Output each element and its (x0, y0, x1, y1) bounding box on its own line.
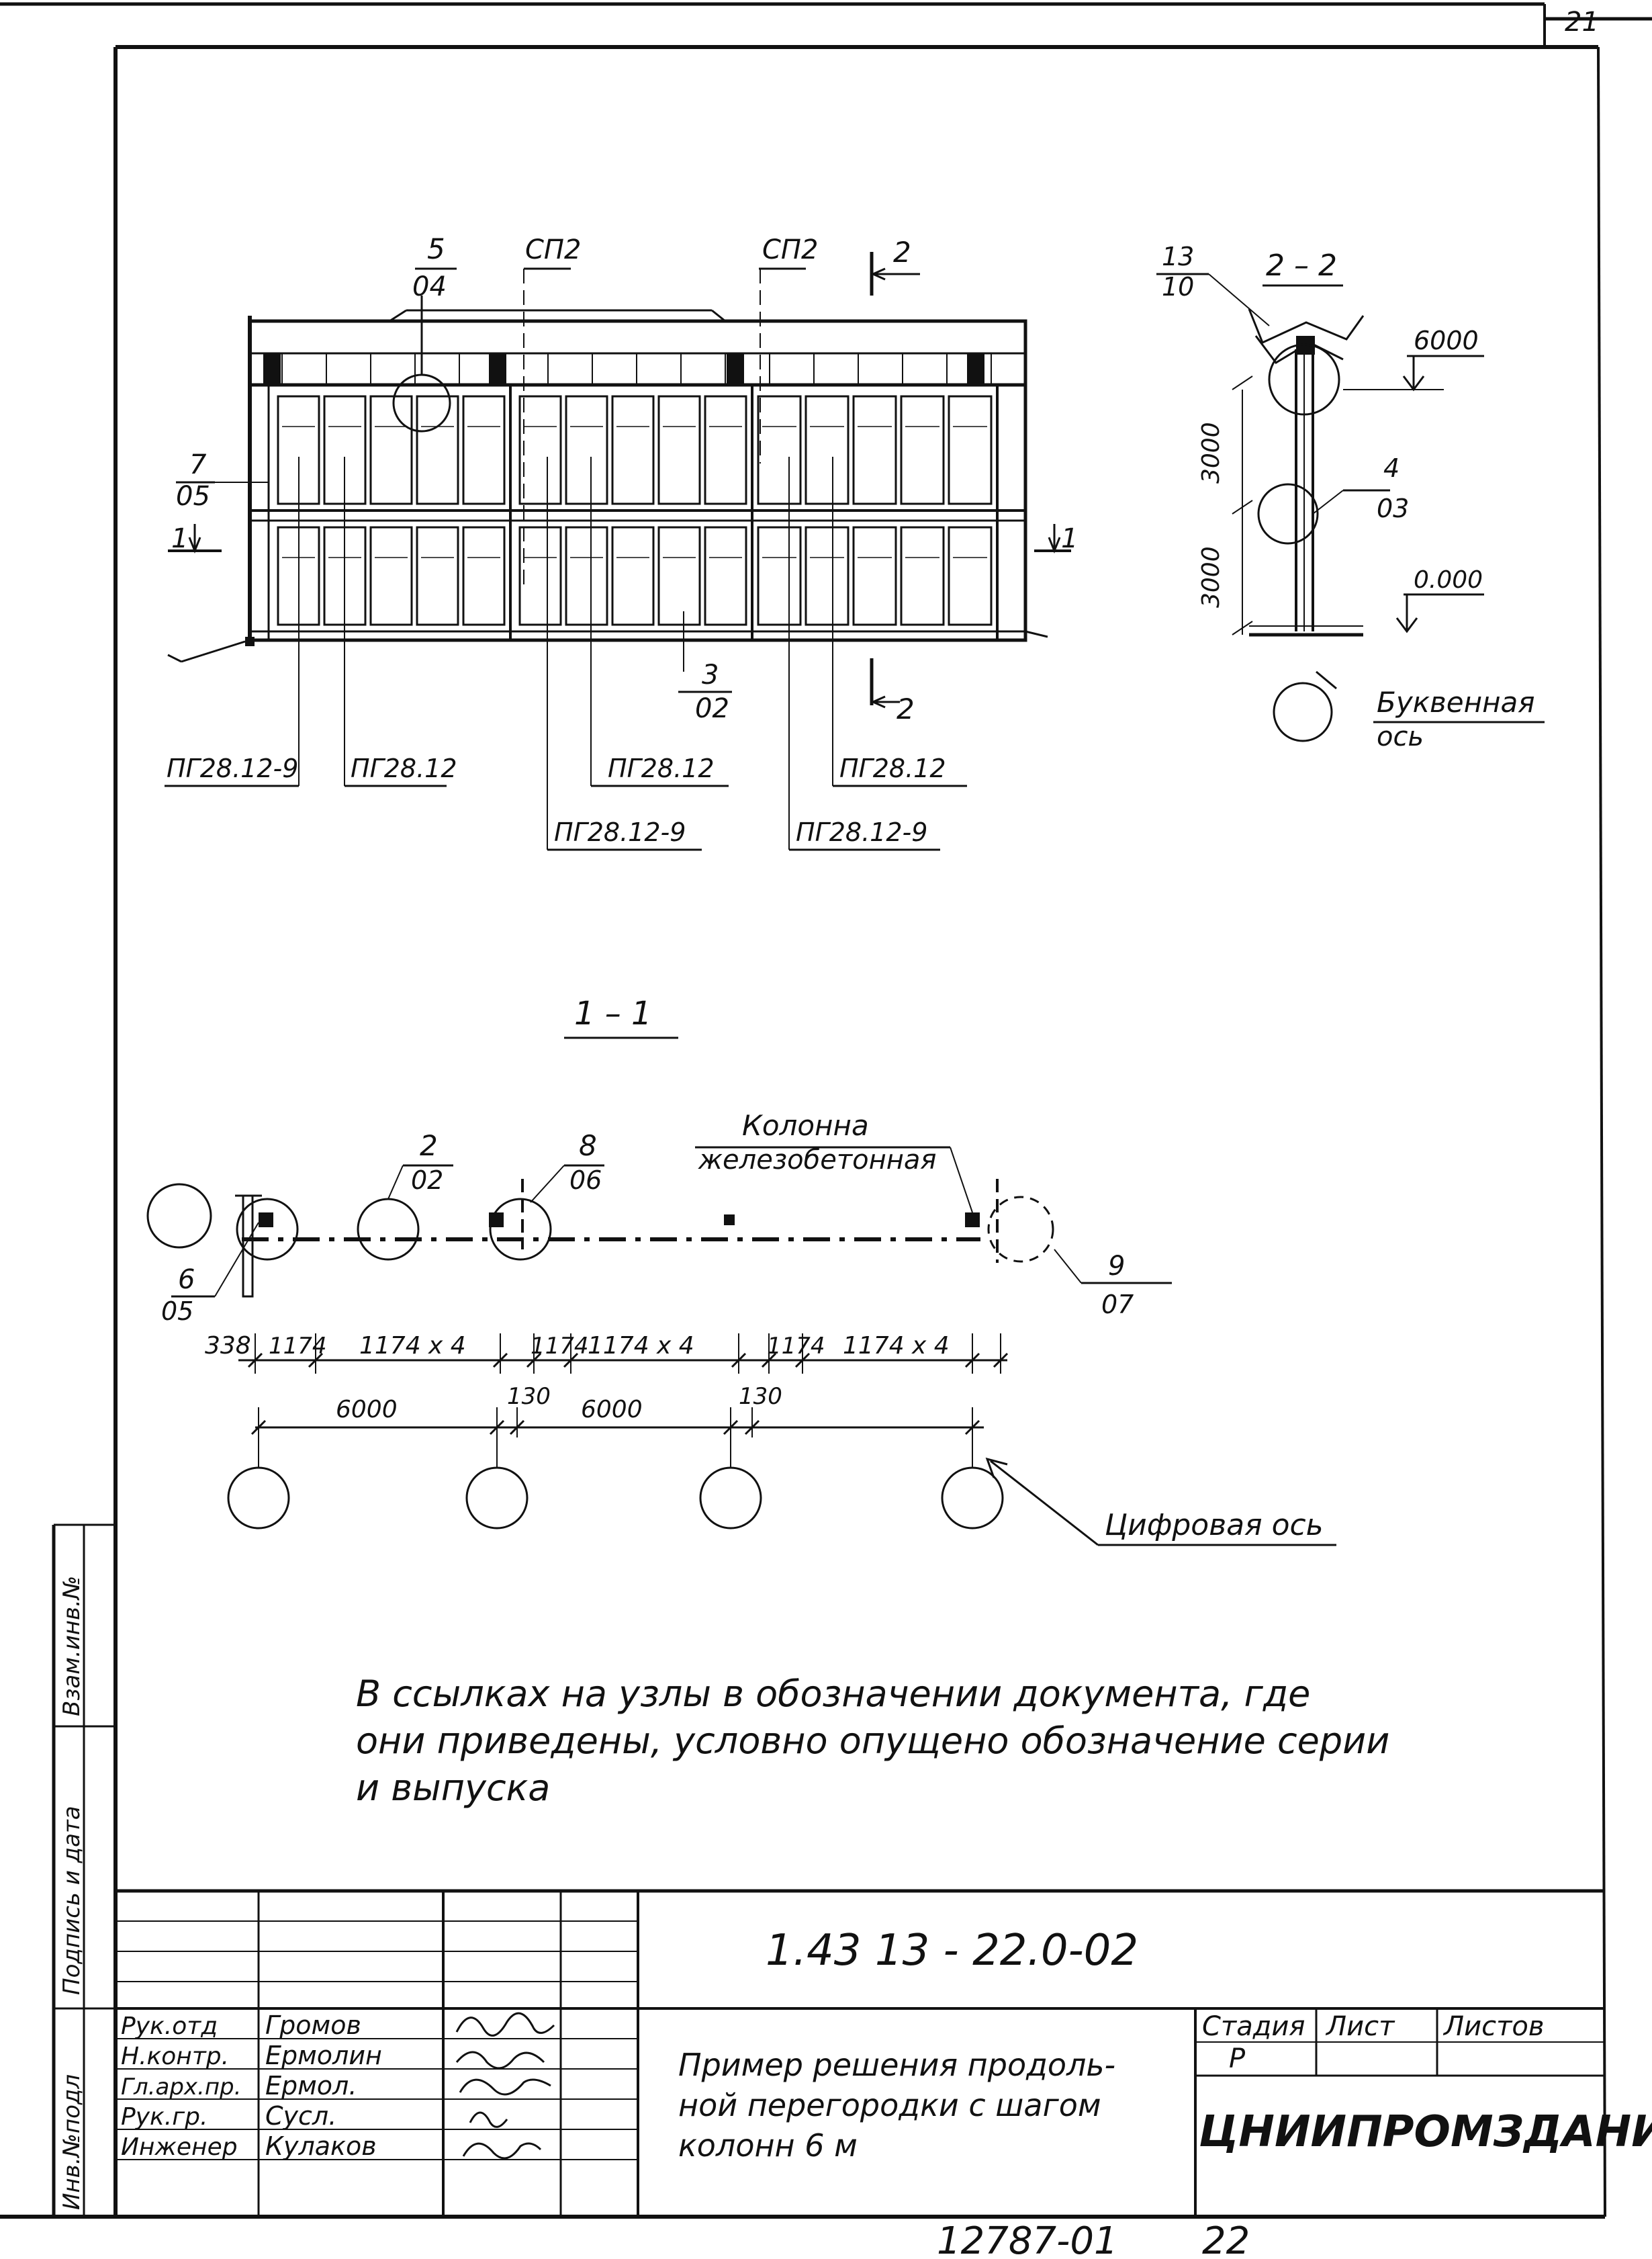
name-1: Громов (265, 2010, 361, 2040)
plan-1-1-title: 1 – 1 (574, 995, 652, 1032)
level-zero: 0.000 (1414, 566, 1483, 594)
section-2-2-view: 2 – 2 13 10 4 03 6000 0.000 (1156, 242, 1545, 752)
letter-axis-line2: ось (1377, 721, 1424, 752)
note-line-1: В ссылках на узлы в обозначении документ… (356, 1673, 1310, 1715)
name-5: Кулаков (265, 2131, 377, 2161)
section-2-2-title: 2 – 2 (1266, 249, 1337, 283)
dim-130-b: 130 (739, 1383, 782, 1410)
sheet-header: Лист (1325, 2011, 1395, 2042)
cut-2-bottom-label: 2 (897, 693, 915, 725)
column-cap (263, 353, 281, 384)
name-3: Ермол. (265, 2071, 357, 2100)
note-line-3: и выпуска (356, 1767, 550, 1809)
side-stamp-replaced-inv: Взам.инв.№ (58, 1576, 85, 1716)
beam-cells (281, 353, 992, 385)
bottom-page-number: 22 (1202, 2219, 1250, 2259)
panel-label-3: ПГ28.12 (608, 754, 715, 783)
column-cap (489, 353, 506, 384)
callout-5-num: 5 (427, 232, 445, 265)
callout-13-num: 13 (1162, 242, 1194, 271)
dim-1174x4-a: 1174 x 4 (359, 1332, 466, 1360)
title-block: 1.43 13 - 22.0-02 Рук.отд Н.контр. Гл.ар… (116, 1889, 1652, 2217)
sp2-right-label: СП2 (762, 234, 818, 265)
role-1: Рук.отд (121, 2012, 218, 2040)
role-3: Гл.арх.пр. (121, 2074, 241, 2100)
role-5: Инженер (121, 2133, 238, 2161)
elevation-view: 5 04 СП2 СП2 2 2 1 1 7 05 3 02 (165, 232, 1078, 851)
column-label-line2: железобетонная (698, 1145, 937, 1176)
window-cells (277, 385, 999, 640)
dim-upper: 3000 (1197, 422, 1225, 484)
bottom-stamp-number: 12787-01 (937, 2219, 1118, 2259)
letter-axis-line1: Буквенная (1377, 686, 1535, 719)
plan-callout-2-sheet: 02 (411, 1165, 443, 1195)
column-cap (727, 353, 744, 384)
name-2: Ермолин (265, 2041, 382, 2070)
stage-value: Р (1229, 2043, 1246, 2074)
dim-1174-c: 1174 (767, 1333, 825, 1360)
level-top: 6000 (1414, 326, 1479, 355)
plan-callout-2-num: 2 (420, 1129, 438, 1162)
signatures (455, 2012, 555, 2160)
panel-label-4: ПГ28.12 (839, 754, 946, 783)
document-code: 1.43 13 - 22.0-02 (766, 1926, 1138, 1976)
role-2: Н.контр. (121, 2043, 229, 2070)
title-line-1: Пример решения продоль- (678, 2047, 1115, 2083)
plan-callout-8-num: 8 (579, 1129, 597, 1162)
sp2-left-label: СП2 (525, 234, 581, 265)
column-label-line1: Колонна (742, 1109, 869, 1142)
corner-sheet-number: 21 (1565, 7, 1599, 38)
panel-label-6: ПГ28.12-9 (796, 817, 927, 847)
callout-7-num: 7 (189, 449, 207, 480)
cut-1-right-label: 1 (1061, 523, 1078, 554)
title-line-3: колонн 6 м (678, 2127, 858, 2164)
plan-1-1-view: 1 – 1 2 02 8 06 Колонна железобетонная (146, 995, 1336, 1546)
plan-callout-6-num: 6 (178, 1264, 195, 1295)
sheets-header: Листов (1442, 2011, 1544, 2042)
dim-130-a: 130 (507, 1383, 551, 1410)
panel-label-1: ПГ28.12-9 (167, 754, 298, 783)
callout-3-num: 3 (702, 660, 719, 691)
dim-6000-a: 6000 (336, 1396, 398, 1423)
plan-callout-9-sheet: 07 (1101, 1290, 1134, 1319)
general-note: В ссылках на узлы в обозначении документ… (356, 1673, 1389, 1809)
cut-2-top-label: 2 (893, 236, 911, 269)
digital-axis-label: Цифровая ось (1105, 1508, 1324, 1542)
side-stamp-inv-no: Инв.№подл (58, 2074, 85, 2210)
callout-5-sheet: 04 (412, 271, 447, 302)
organization-name: ЦНИИПРОМЗДАНИЙ (1199, 2106, 1652, 2157)
dim-1174x4-b: 1174 x 4 (588, 1332, 694, 1360)
plan-callout-8-sheet: 06 (569, 1165, 602, 1195)
title-line-2: ной перегородки с шагом (678, 2087, 1101, 2123)
plan-callout-9-num: 9 (1108, 1251, 1125, 1282)
callout-7-sheet: 05 (176, 481, 210, 512)
callout-3-sheet: 02 (695, 693, 729, 724)
side-stamp-signature-date: Подпись и дата (58, 1806, 85, 1995)
dim-1174-a: 1174 (269, 1333, 327, 1360)
note-line-2: они приведены, условно опущено обозначен… (356, 1720, 1389, 1762)
dim-1174-b: 1174 (531, 1333, 589, 1360)
stage-header: Стадия (1202, 2011, 1305, 2042)
name-4: Сусл. (265, 2101, 336, 2131)
dim-lower: 3000 (1197, 546, 1225, 608)
panel-label-5: ПГ28.12-9 (554, 817, 686, 847)
dim-6000-b: 6000 (581, 1396, 643, 1423)
side-stamp: Инв.№подл Подпись и дата Взам.инв.№ (52, 1523, 116, 2217)
callout-13-sheet: 10 (1162, 272, 1194, 302)
panel-label-2: ПГ28.12 (351, 754, 457, 783)
callout-4-sheet: 03 (1377, 494, 1409, 523)
cut-1-left-label: 1 (171, 523, 188, 554)
role-4: Рук.гр. (121, 2103, 208, 2131)
callout-4-num: 4 (1383, 453, 1399, 483)
column-cap (967, 353, 984, 384)
dim-1174x4-c: 1174 x 4 (843, 1332, 950, 1360)
plan-callout-6-sheet: 05 (161, 1296, 193, 1326)
dim-338: 338 (205, 1332, 251, 1360)
